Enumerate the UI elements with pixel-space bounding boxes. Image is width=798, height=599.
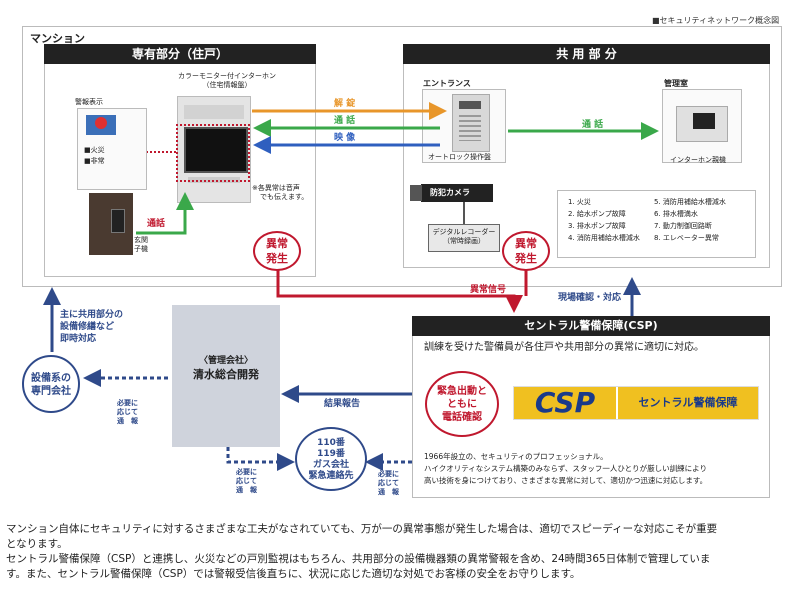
anomaly-badge-common: 異常発生: [502, 231, 550, 271]
as-needed-note-1: 必要に応じて通 報: [117, 399, 138, 425]
anomaly-signal-label: 異常信号: [470, 285, 507, 295]
security-camera: [421, 184, 493, 202]
mansion-label: マンション: [30, 32, 85, 45]
anomaly-list: [557, 190, 756, 258]
monitor-highlight: [176, 124, 250, 182]
monitor-note: ※各異常は音声 でも伝えます。: [252, 184, 309, 201]
anomaly-badge-private: 異常発生: [253, 231, 301, 271]
alarm-item-emergency: ■非常: [84, 157, 105, 165]
camera-cable: [463, 202, 465, 224]
csp-subtitle: 訓練を受けた警備員が各住戸や共用部分の異常に適切に対応。: [424, 342, 704, 353]
management-company: 〈管理会社〉 清水総合開発: [172, 305, 280, 447]
door-unit: [89, 193, 133, 255]
csp-description: 1966年設立の、セキュリティのプロフェッショナル。 ハイクオリティなシステム構…: [424, 452, 708, 485]
intercom-master: [676, 106, 728, 142]
office-label: 管理室: [664, 79, 688, 88]
as-needed-note-2: 必要に応じて通 報: [236, 468, 257, 494]
private-section-title: 専有部分（住戸）: [44, 44, 316, 64]
recorder-box: デジタルレコーダー （常時録画）: [428, 224, 500, 252]
intercom-monitor: [177, 96, 251, 203]
camera-lens: [410, 185, 422, 201]
alarm-display-label: 警報表示: [75, 98, 103, 106]
figure-label: ■セキュリティネットワーク概念図: [652, 16, 780, 25]
emergency-contacts: 110番 119番 ガス会社 緊急連絡先: [295, 427, 367, 491]
alarm-link: [146, 151, 176, 153]
dispatch-badge: 緊急出動とともに電話確認: [425, 371, 499, 437]
bottom-description: マンション自体にセキュリティに対するさまざまな工夫がなされていても、万が一の異常…: [6, 523, 718, 580]
door-call-label: 通話: [147, 219, 166, 229]
common-section-title: 共 用 部 分: [403, 44, 770, 64]
alarm-item-fire: ■火災: [84, 146, 105, 154]
entrance-label: エントランス: [423, 79, 471, 88]
csp-title: セントラル警備保障(CSP): [412, 316, 770, 336]
anomaly-signal-left: [276, 268, 523, 313]
anomaly-list-right: 5. 消防用補給水槽減水 6. 排水槽満水 7. 動力制御回路断 8. エレベー…: [654, 198, 726, 242]
maintenance-note: 主に共用部分の 設備修繕など 即時対応: [60, 310, 124, 344]
as-needed-note-3: 必要に応じて通 報: [378, 470, 399, 496]
door-unit-label: 玄関 子機: [134, 236, 148, 253]
camera-label: 防犯カメラ: [430, 188, 470, 197]
notify-emergency-arrow-1: [226, 447, 295, 471]
alarm-display-panel: [77, 108, 147, 190]
monitor-label: カラーモニター付インターホン （住宅情報盤）: [178, 72, 276, 89]
equipment-company: 設備系の専門会社: [22, 355, 80, 413]
door-call-arrow: [136, 192, 194, 235]
anomaly-list-left: 1. 火災 2. 給水ポンプ故障 3. 排水ポンプ故障 4. 消防用補給水槽減水: [568, 198, 640, 242]
autolock-label: オートロック操作盤: [428, 153, 491, 161]
intercom-master-label: インターホン親機: [670, 156, 726, 164]
office-call-label: 通 話: [582, 120, 604, 130]
site-check-label: 現場確認・対応: [558, 293, 622, 303]
result-report-label: 結果報告: [324, 399, 361, 409]
video-label: 映 像: [334, 133, 356, 143]
unlock-label: 解 錠: [334, 99, 356, 109]
autolock-panel: [452, 94, 490, 152]
csp-logo: CSP セントラル警備保障: [513, 386, 759, 420]
call-label: 通 話: [334, 116, 356, 126]
